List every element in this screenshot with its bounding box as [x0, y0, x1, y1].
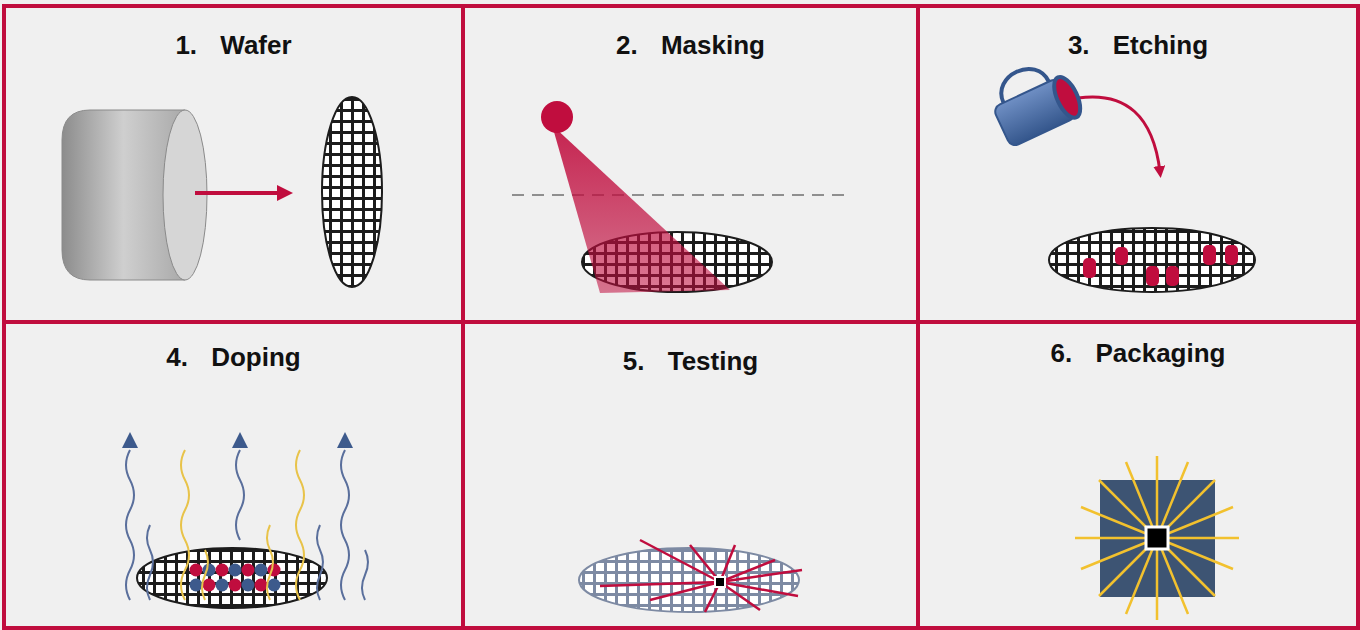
step-title: 6. Packaging	[920, 338, 1356, 369]
step-title: 4. Doping	[6, 342, 461, 373]
process-step-panel: 5. Testing	[461, 320, 920, 630]
etching-illustration	[983, 53, 1255, 292]
process-step-panel: 2. Masking	[461, 4, 920, 324]
process-step-panel: 6. Packaging	[916, 320, 1360, 630]
step-title: 2. Masking	[465, 30, 916, 61]
process-step-panel: 3. Etching	[916, 4, 1360, 324]
step-title: 3. Etching	[920, 30, 1356, 61]
masking-illustration	[512, 101, 852, 293]
process-step-panel: 1. Wafer	[2, 4, 465, 324]
process-step-panel: 4. Doping	[2, 320, 465, 630]
testing-illustration	[579, 540, 802, 612]
step-title: 5. Testing	[465, 346, 916, 377]
step-title: 1. Wafer	[6, 30, 461, 61]
ingot-and-wafer	[62, 97, 382, 287]
doping-illustration	[122, 432, 368, 608]
packaging-illustration	[1075, 456, 1239, 620]
